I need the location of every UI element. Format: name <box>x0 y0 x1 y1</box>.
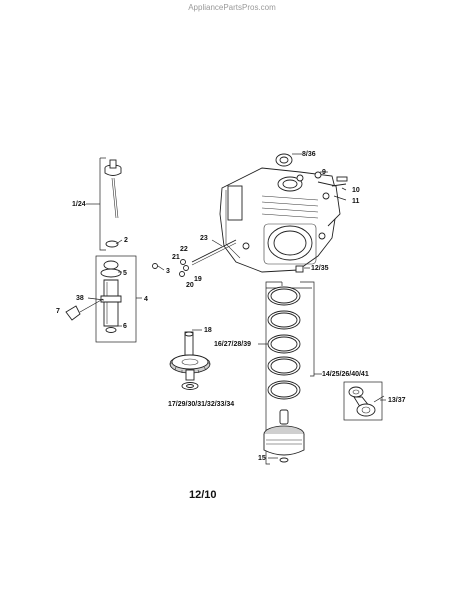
oil-fill-tube-icon[interactable] <box>65 255 137 343</box>
callout-5: 5 <box>123 270 127 277</box>
watermark-text: AppliancePartsPros.com <box>188 3 276 12</box>
callout-23: 23 <box>200 235 208 242</box>
callout-12-35: 12/35 <box>311 265 329 272</box>
callout-21: 21 <box>172 254 180 261</box>
callout-8-36: 8/36 <box>302 151 316 158</box>
crankcase-icon[interactable] <box>219 153 348 273</box>
callout-10: 10 <box>352 187 360 194</box>
piston-rings-icon[interactable] <box>265 281 315 465</box>
governor-shaft-icon[interactable] <box>152 239 237 277</box>
page-number: 12/10 <box>189 489 217 501</box>
callout-17-29-30-31-32-33-34: 17/29/30/31/32/33/34 <box>168 401 234 408</box>
callout-38: 38 <box>76 295 84 302</box>
callout-6: 6 <box>123 323 127 330</box>
leader-lines <box>86 153 386 459</box>
callout-1-24: 1/24 <box>72 201 86 208</box>
callout-18: 18 <box>204 327 212 334</box>
callout-7: 7 <box>56 308 60 315</box>
callout-13-37: 13/37 <box>388 397 406 404</box>
callout-14-25-26-40-41: 14/25/26/40/41 <box>322 371 369 378</box>
callout-19: 19 <box>194 276 202 283</box>
callout-labels: 8/36 9 10 11 1/24 2 23 22 21 3 19 20 12/… <box>56 151 406 462</box>
callout-16-27-28-39: 16/27/28/39 <box>214 341 251 348</box>
camshaft-icon[interactable] <box>169 331 211 390</box>
connecting-rod-icon[interactable] <box>343 381 385 421</box>
callout-11: 11 <box>352 198 360 205</box>
callout-2: 2 <box>124 237 128 244</box>
callout-20: 20 <box>186 282 194 289</box>
callout-9: 9 <box>322 169 326 176</box>
piston-icon[interactable] <box>263 409 305 463</box>
callout-3: 3 <box>166 268 170 275</box>
callout-22: 22 <box>180 246 188 253</box>
callout-15: 15 <box>258 455 266 462</box>
dipstick-icon[interactable] <box>99 157 122 251</box>
callout-4: 4 <box>144 296 148 303</box>
